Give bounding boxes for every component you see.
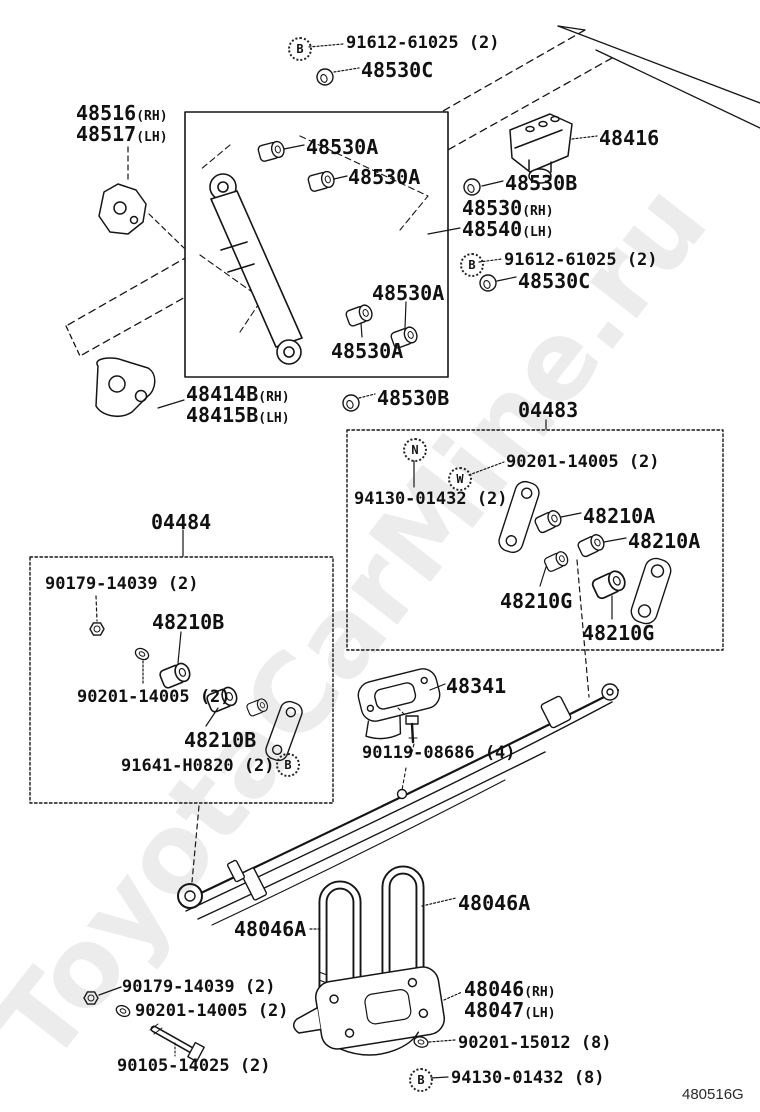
part-label-48046a-left: 48046A [234, 917, 307, 941]
qualifier-lh: (LH) [258, 411, 290, 426]
part-label-48530b-2: 48530B [377, 386, 450, 410]
qualifier-rh: (RH) [258, 390, 290, 405]
part-number-48517: 48517 [76, 122, 137, 146]
part-label-48210b-1: 48210B [152, 610, 225, 634]
qualifier-lh: (LH) [524, 1006, 556, 1021]
part-label-48210a-1: 48210A [583, 504, 656, 528]
circled-letter-b-91641: B [276, 753, 300, 777]
qualifier-rh: (RH) [524, 985, 556, 1000]
part-label-90201-14005-c: 90201-14005 (2) [135, 1001, 289, 1021]
part-number-48047: 48047 [464, 998, 525, 1022]
bumper-48416-drawing [509, 113, 598, 184]
part-label-48341: 48341 [446, 674, 507, 698]
circled-letter-b-94130: B [409, 1068, 433, 1092]
circled-letter-b-mid: B [460, 253, 484, 277]
part-label-48530c-top: 48530C [361, 58, 434, 82]
detail-box-04483 [346, 429, 724, 651]
circled-letter-b-top: B [288, 37, 312, 61]
part-label-48530c-mid: 48530C [518, 269, 591, 293]
part-label-48046a-right: 48046A [458, 891, 531, 915]
part-label-48210g-1: 48210G [500, 589, 573, 613]
part-label-90201-15012: 90201-15012 (8) [458, 1033, 612, 1053]
part-label-48530b-1: 48530B [505, 171, 578, 195]
part-number-48540: 48540 [462, 217, 523, 241]
bolt-icon-90105 [149, 1023, 205, 1063]
shock-absorber-drawing [209, 173, 303, 365]
part-label-91612-mid: 91612-61025 (2) [504, 250, 658, 270]
part-number-48516: 48516 [76, 101, 137, 125]
part-number-48414b: 48414B [186, 382, 259, 406]
part-label-91612-top: 91612-61025 (2) [346, 33, 500, 53]
leaf-spring-drawing [177, 683, 620, 926]
bracket-48516-drawing [98, 146, 185, 249]
part-label-90179-b: 90179-14039 (2) [122, 977, 276, 997]
part-number-48530: 48530 [462, 196, 523, 220]
washer-icon-90201-c [113, 1002, 133, 1020]
qualifier-lh: (LH) [522, 225, 554, 240]
figure-code: 480516G [682, 1086, 744, 1103]
part-label-91641: 91641-H0820 (2) [121, 756, 275, 776]
spring-plate-48046-drawing [293, 966, 463, 1056]
shackle-plate-icon-3 [265, 700, 303, 762]
grommet-icon-48530c-top [316, 68, 334, 86]
hardware-bottom-left [83, 986, 205, 1063]
shackle-plate-icon-2 [630, 557, 672, 625]
part-label-48414b-48415b: 48414B(RH) 48415B(LH) [186, 382, 290, 427]
shackle-plate-icon-1 [498, 480, 540, 554]
hanger-48414-drawing [95, 357, 185, 418]
qualifier-rh: (RH) [522, 204, 554, 219]
part-label-48416: 48416 [599, 126, 660, 150]
fastener-icons-upper [182, 43, 547, 557]
part-label-04484: 04484 [151, 510, 212, 534]
grommet-icon-48530c-mid [479, 274, 497, 292]
nut-icon-90179-a [89, 622, 105, 636]
seat-cap-48341-drawing [357, 668, 446, 791]
qualifier-lh: (LH) [136, 130, 168, 145]
part-label-48210a-2: 48210A [628, 529, 701, 553]
hardware-bottom-right [412, 1034, 456, 1079]
circled-letter-w: W [448, 467, 472, 491]
nut-icon-90179-b [83, 991, 99, 1005]
part-label-90119: 90119-08686 (4) [362, 743, 516, 763]
part-label-48530a-4: 48530A [331, 339, 404, 363]
part-label-90179-a: 90179-14039 (2) [45, 574, 199, 594]
shackle-kit-04484-drawing [89, 595, 303, 883]
part-label-94130-8: 94130-01432 (8) [451, 1068, 605, 1088]
part-label-48530a-2: 48530A [348, 165, 421, 189]
shackle-kit-04483-drawing [413, 460, 672, 698]
part-label-48530a-1: 48530A [306, 135, 379, 159]
part-label-90201-14005-b: 90201-14005 (2) [77, 687, 231, 707]
part-label-48046-48047: 48046(RH) 48047(LH) [464, 977, 556, 1022]
grommet-icon-48530b-2 [342, 394, 360, 412]
part-label-04483: 04483 [518, 398, 579, 422]
circled-letter-n: N [403, 438, 427, 462]
part-label-90105: 90105-14025 (2) [117, 1056, 271, 1076]
part-label-94130-2: 94130-01432 (2) [354, 489, 508, 509]
part-label-48516-48517: 48516(RH) 48517(LH) [76, 101, 168, 146]
part-label-48530-48540: 48530(RH) 48540(LH) [462, 196, 554, 241]
qualifier-rh: (RH) [136, 109, 168, 124]
part-label-48210g-2: 48210G [582, 621, 655, 645]
part-label-48530a-3: 48530A [372, 281, 445, 305]
bolt-icon-90119 [405, 715, 419, 744]
part-label-48210b-2: 48210B [184, 728, 257, 752]
part-label-90201-14005-a: 90201-14005 (2) [506, 452, 660, 472]
part-number-48415b: 48415B [186, 403, 259, 427]
part-number-48046: 48046 [464, 977, 525, 1001]
grommet-icon-48530b-1 [463, 178, 481, 196]
